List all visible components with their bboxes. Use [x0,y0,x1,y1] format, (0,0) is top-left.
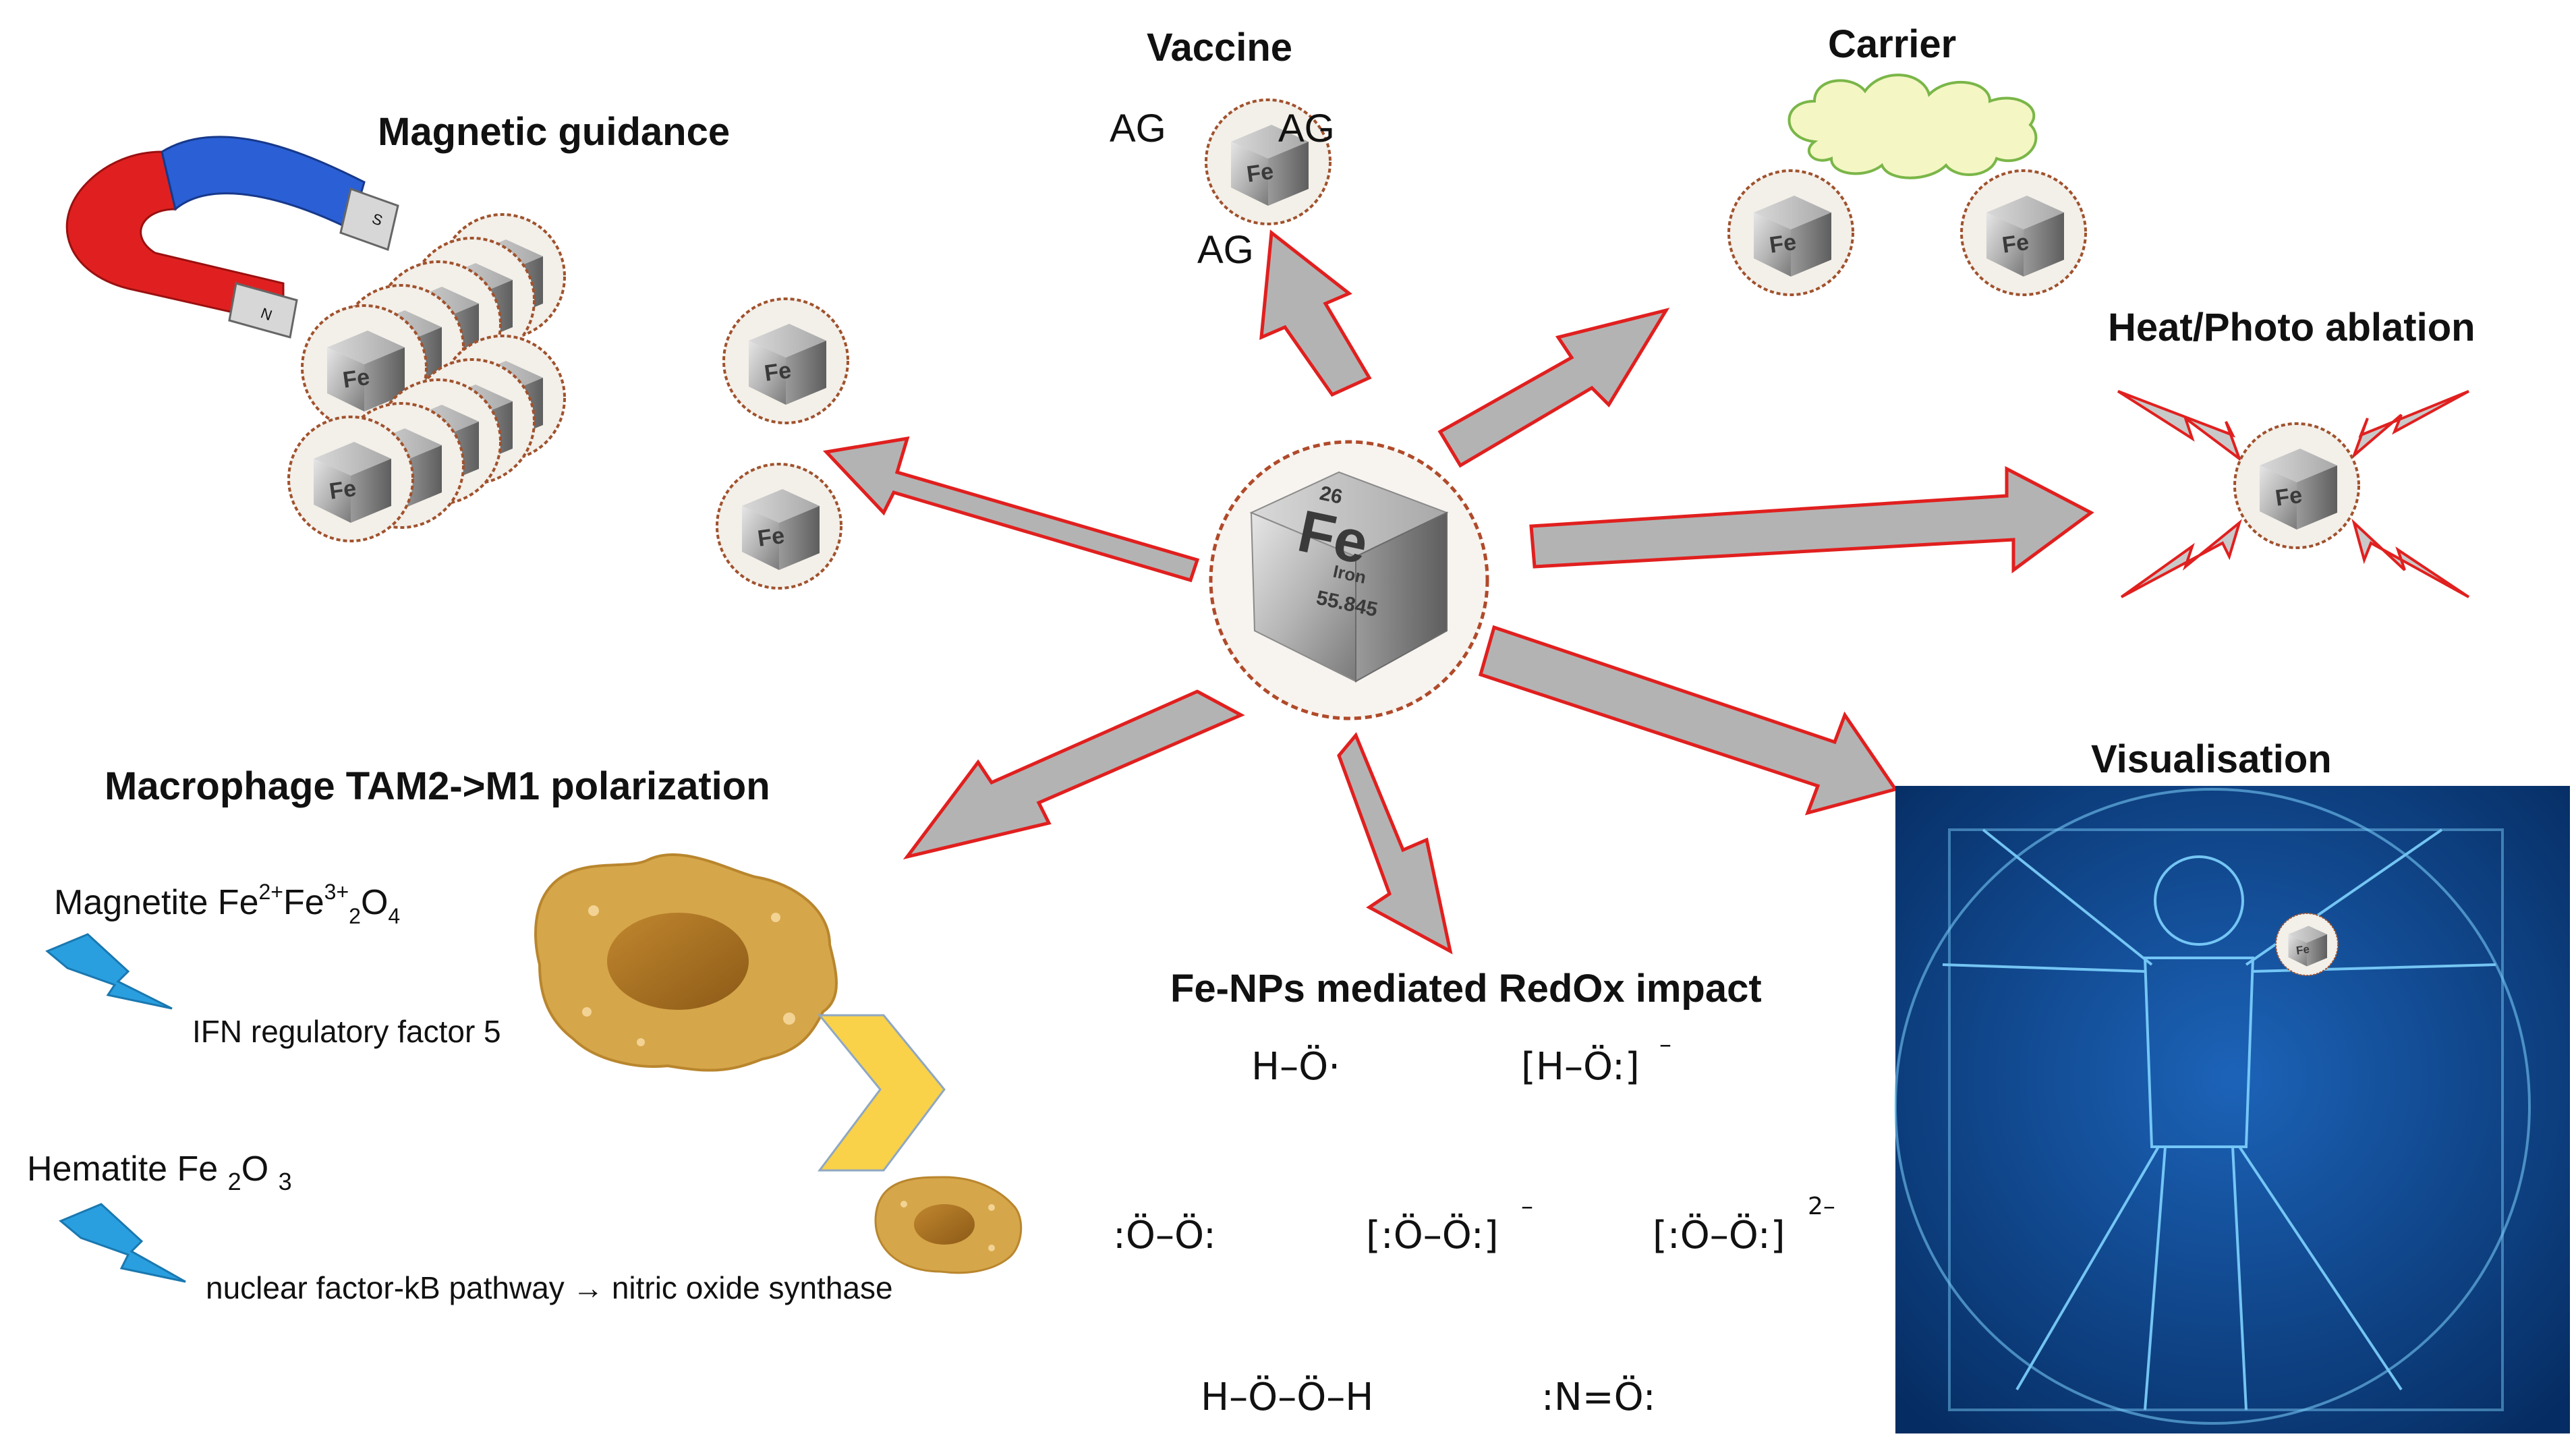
chevron-right-icon [817,1014,946,1172]
lightning-bolt-icon [2351,390,2469,460]
lightning-bolt-icon [59,1203,186,1283]
iron-nanoparticle-icon [2275,913,2339,976]
species-hydroxide: [H–Ö:] [1521,1045,1640,1089]
arrow-group [822,229,2094,955]
arrow-to-magnetic [822,436,1200,583]
species-hydroxyl-radical: H–Ö· [1251,1045,1340,1089]
magnetic-particle-stack [287,213,566,542]
label-macrophage-polarization: Macrophage TAM2->M1 polarization [105,764,770,808]
antigen-label-1: AG [1110,107,1166,150]
species-hydrogen-peroxide: H–Ö–Ö–H [1201,1375,1373,1419]
iron-nanoparticle-icon [1960,169,2087,296]
lightning-bolt-icon [2120,519,2242,598]
element-number: 26 [1318,482,1345,509]
iron-cube-center: 26 Fe Iron 55.845 [1209,440,1489,720]
element-symbol: Fe [1292,497,1374,577]
lightning-bolt-icons [2117,390,2470,598]
lightning-bolt-icon [45,933,173,1010]
label-carrier: Carrier [1828,22,1956,66]
magnetite-label: Magnetite Fe2+Fe3+2O4 [54,880,400,928]
ifn-regulatory-factor: IFN regulatory factor 5 [192,1014,501,1049]
label-vaccine: Vaccine [1147,26,1292,69]
species-peroxide-charge: 2– [1808,1193,1835,1220]
arrow-to-vaccine [1259,229,1372,397]
arrow-to-visualisation [1478,625,1899,816]
macrophage-large-icon [534,853,838,1072]
species-hydroxide-charge: – [1659,1031,1671,1058]
arrow-to-heat [1529,465,2094,573]
vitruvian-blueprint-image [1894,786,2570,1433]
label-heat-photo-ablation: Heat/Photo ablation [2108,306,2475,349]
carrier-cloud-icon [1787,74,2038,179]
nfkb-pathway-line: nuclear factor-kB pathway→nitric oxide s… [206,1270,893,1305]
label-magnetic-guidance: Magnetic guidance [378,110,730,154]
label-visualisation: Visualisation [2091,737,2332,781]
antigen-label-2: AG [1278,107,1335,150]
iron-nanoparticle-icon [722,297,849,424]
arrow-to-redox [1337,732,1453,955]
horseshoe-magnet-icon: S N [65,136,399,339]
species-superoxide-charge: – [1521,1193,1533,1220]
iron-nanoparticle-icon [287,416,414,542]
carrier-particles [1727,169,2087,296]
hematite-label: Hematite Fe 2O 3 [27,1149,292,1195]
species-oxygen: :Ö–Ö: [1113,1214,1216,1257]
species-peroxide: [:Ö–Ö:] [1653,1214,1785,1257]
ablation-particle [2233,422,2360,549]
species-superoxide: [:Ö–Ö:] [1366,1214,1499,1257]
antigen-label-3: AG [1197,228,1254,272]
macrophage-small-icon [874,1176,1023,1274]
lightning-bolt-icon [2351,518,2470,598]
iron-nanoparticle-icon [716,463,842,590]
particle-pair [716,297,849,590]
lightning-bolt-icon [2117,390,2243,463]
label-redox-impact: Fe-NPs mediated RedOx impact [1170,967,1762,1011]
iron-nanoparticle-icon [2233,422,2360,549]
arrow-to-macrophage [903,689,1245,860]
species-nitric-oxide: :N=Ö: [1541,1375,1656,1419]
iron-nanoparticle-icon [1727,169,1854,296]
arrow-to-carrier [1437,308,1670,468]
